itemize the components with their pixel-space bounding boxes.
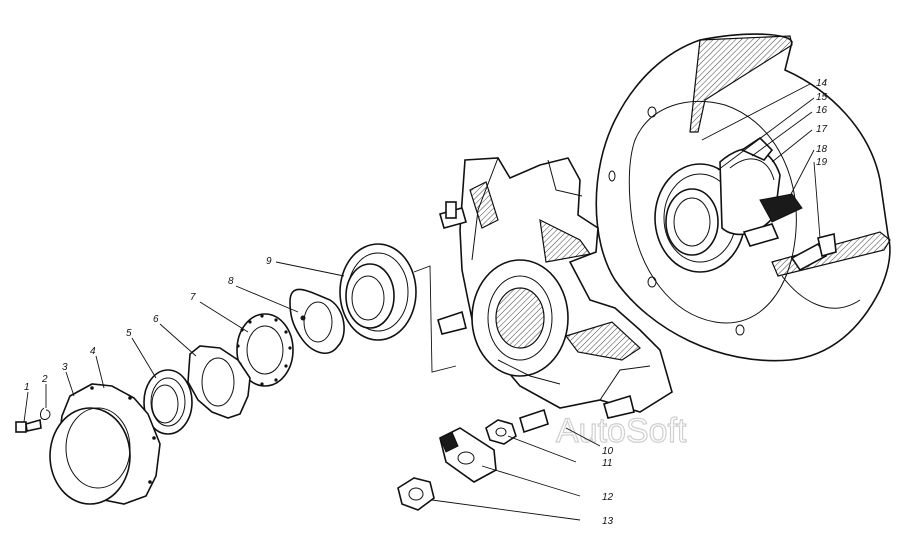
callout-4: 4 [90, 346, 96, 357]
callout-9: 9 [266, 256, 272, 267]
wheel-hub [437, 157, 673, 434]
spring-washer [39, 407, 51, 421]
hub-nut-small [485, 419, 517, 445]
hub-cap [49, 383, 161, 505]
lock-plate [439, 427, 497, 483]
gasket [143, 369, 193, 435]
callout-1: 1 [24, 382, 30, 393]
watermark: AutoSoft [556, 412, 687, 450]
callout-19: 19 [816, 157, 828, 168]
callout-numbers: 1 2 3 4 5 6 7 8 9 10 11 12 13 14 15 16 1… [24, 78, 828, 527]
callout-11: 11 [602, 458, 612, 469]
tab-plate [187, 345, 251, 419]
callout-7: 7 [190, 292, 196, 303]
assembly-bracket [413, 265, 457, 373]
callout-17: 17 [816, 124, 828, 135]
cap-bolt [15, 418, 42, 433]
callout-13: 13 [602, 516, 614, 527]
hub-nut-large [397, 477, 435, 511]
callout-10: 10 [602, 446, 614, 457]
callout-18: 18 [816, 144, 828, 155]
callout-3: 3 [62, 362, 68, 373]
outer-bearing [339, 243, 417, 341]
callout-5: 5 [126, 328, 132, 339]
callout-6: 6 [153, 314, 159, 325]
callout-15: 15 [816, 92, 828, 103]
callout-12: 12 [602, 492, 614, 503]
callout-16: 16 [816, 105, 828, 116]
lock-washer [289, 288, 345, 355]
callout-8: 8 [228, 276, 234, 287]
brake-drum [595, 33, 891, 362]
leader-lines [23, 83, 821, 521]
callout-14: 14 [816, 78, 828, 89]
callout-2: 2 [41, 374, 48, 385]
